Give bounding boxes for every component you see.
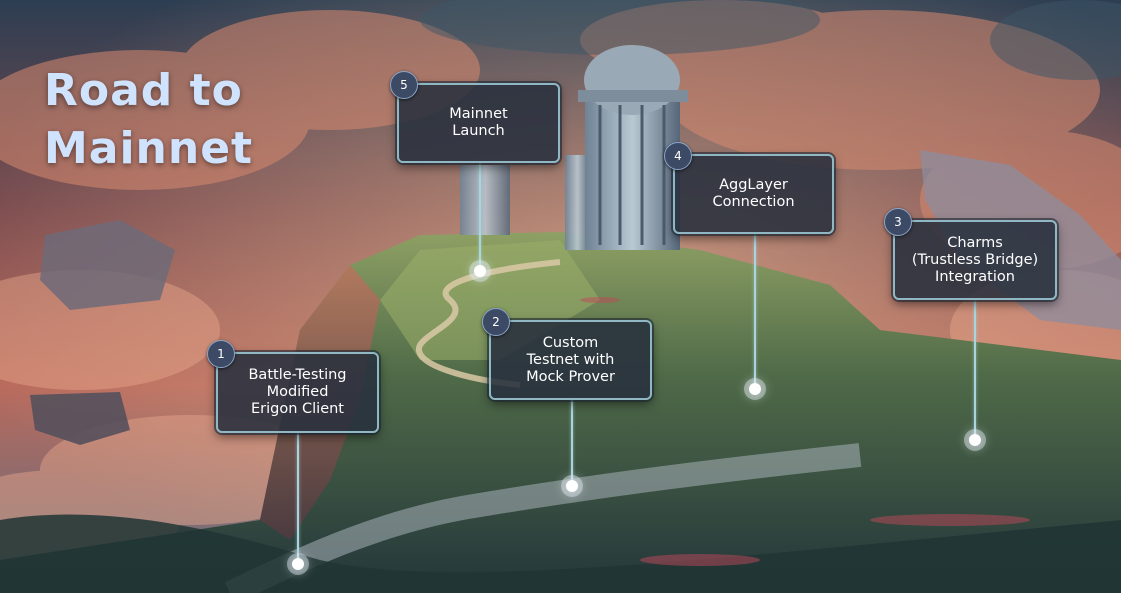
milestone-4-number-badge: 4	[664, 142, 692, 170]
milestone-5-number-badge: 5	[390, 71, 418, 99]
page-title: Road to Mainnet	[44, 62, 253, 178]
milestone-3-label-line: Integration	[935, 268, 1015, 285]
milestone-4-card[interactable]: AggLayer Connection	[673, 154, 834, 234]
milestone-4-marker[interactable]	[749, 383, 761, 395]
milestone-5-label-line: Mainnet	[449, 106, 508, 122]
milestone-3-connector	[974, 299, 976, 440]
milestone-4-connector	[754, 233, 756, 390]
page-title-line-2: Mainnet	[44, 123, 254, 174]
milestone-2-label-line: Custom	[542, 334, 599, 351]
milestone-5-card[interactable]: Mainnet Launch	[397, 83, 560, 163]
milestone-3-card[interactable]: Charms (Trustless Bridge) Integration	[893, 220, 1057, 300]
milestone-1-label-line: Modified	[266, 384, 329, 400]
milestone-1-label-line: Erigon Client	[250, 401, 344, 417]
milestone-1-number-badge: 1	[207, 340, 235, 368]
milestone-1-marker[interactable]	[292, 558, 304, 570]
milestone-1-card[interactable]: Battle-Testing Modified Erigon Client	[216, 352, 379, 433]
milestone-3-label-line: (Trustless Bridge)	[911, 251, 1039, 268]
milestone-3-number-badge: 3	[884, 208, 912, 236]
milestone-3-label-line: Charms	[947, 234, 1003, 251]
milestone-2-number-badge: 2	[482, 308, 510, 336]
milestone-1-connector	[297, 432, 299, 562]
milestone-1-label-line: Battle-Testing	[248, 367, 347, 383]
milestone-2-connector	[571, 398, 573, 486]
milestone-2-card[interactable]: Custom Testnet with Mock Prover	[489, 320, 652, 400]
milestone-2-label-line: Mock Prover	[526, 368, 615, 385]
milestone-2-label-line: Testnet with	[526, 351, 615, 368]
milestone-3-marker[interactable]	[969, 434, 981, 446]
page-title-line-1: Road to	[44, 65, 243, 116]
milestone-5-label-line: Launch	[452, 123, 505, 139]
milestone-4-label-line: AggLayer	[719, 177, 788, 193]
milestone-5-marker[interactable]	[474, 265, 486, 277]
milestone-4-label-line: Connection	[712, 194, 795, 210]
milestone-2-marker[interactable]	[566, 480, 578, 492]
milestone-5-connector	[479, 162, 481, 272]
